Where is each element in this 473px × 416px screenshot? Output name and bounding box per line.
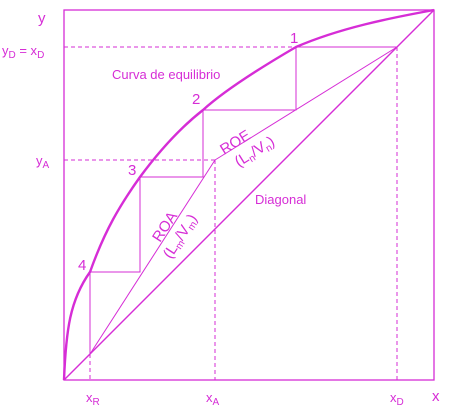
roa-label: ROA (Lm/Vm) bbox=[149, 209, 201, 262]
plot-frame bbox=[63, 9, 435, 381]
stage-number-1: 1 bbox=[290, 30, 298, 47]
yd-label: yD = xD bbox=[2, 43, 44, 61]
diagonal-label: Diagonal bbox=[255, 192, 306, 207]
x-axis-label: x bbox=[432, 388, 440, 405]
diagonal-line bbox=[63, 9, 435, 381]
roa-line bbox=[89, 159, 216, 355]
stage-steps bbox=[89, 46, 397, 354]
xr-label: xR bbox=[86, 390, 100, 408]
roe-line bbox=[214, 46, 398, 161]
ya-label: yA bbox=[36, 153, 50, 171]
stage-number-4: 4 bbox=[78, 257, 86, 274]
xd-label: xD bbox=[390, 390, 404, 408]
stage-number-3: 3 bbox=[128, 162, 136, 179]
y-axis-label: y bbox=[38, 10, 46, 27]
stage-number-2: 2 bbox=[192, 91, 200, 108]
xa-label: xA bbox=[206, 390, 220, 408]
equilibrium-curve-label: Curva de equilibrio bbox=[112, 67, 220, 82]
equilibrium-curve bbox=[62, 8, 435, 381]
